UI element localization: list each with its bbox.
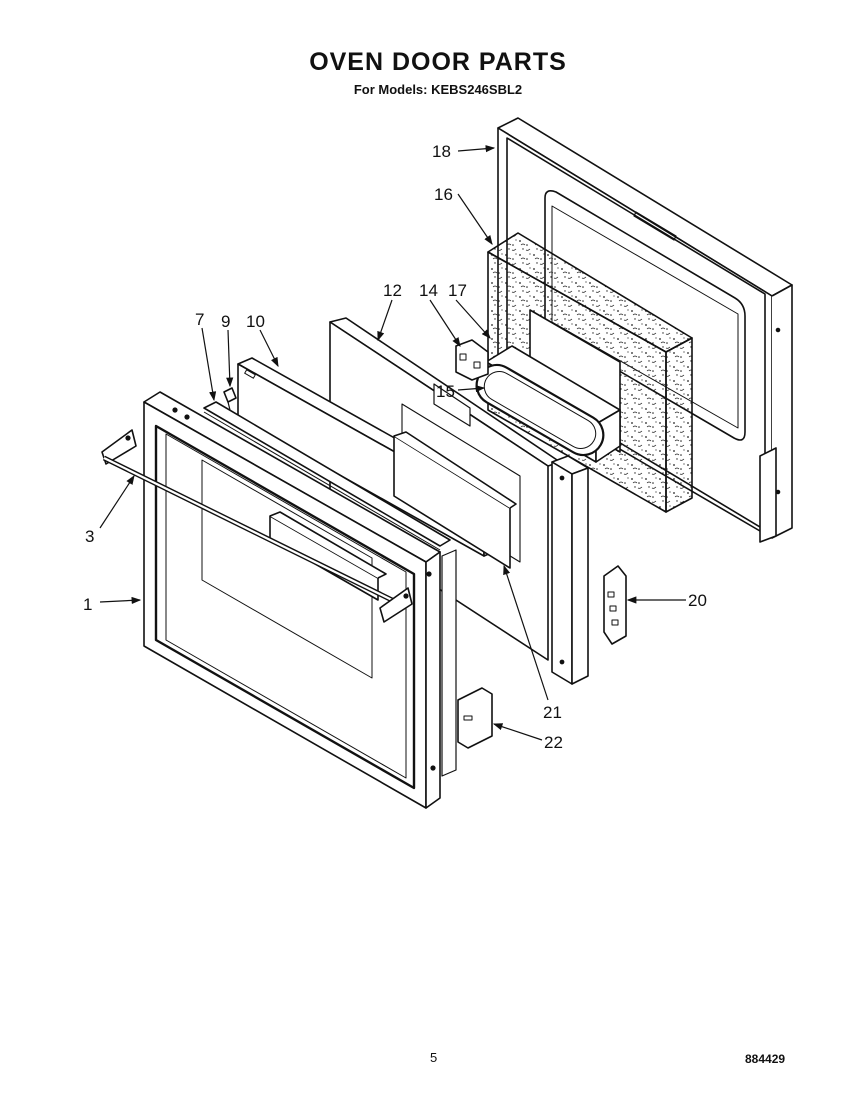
callout-20: 20 bbox=[688, 591, 707, 610]
callout-15: 15 bbox=[436, 382, 455, 401]
outer-door-frame bbox=[143, 391, 457, 809]
callout-17: 17 bbox=[448, 281, 467, 300]
page-number: 5 bbox=[430, 1050, 438, 1065]
bottom-trim bbox=[457, 687, 493, 749]
figure-code: 884429 bbox=[745, 1052, 786, 1066]
diagram-title: OVEN DOOR PARTS bbox=[309, 48, 567, 76]
callout-1: 1 bbox=[83, 595, 92, 614]
window-bracket bbox=[455, 339, 489, 381]
callout-14: 14 bbox=[419, 281, 438, 300]
callout-9: 9 bbox=[221, 312, 230, 331]
callout-12: 12 bbox=[383, 281, 402, 300]
hinge-bracket bbox=[603, 565, 627, 645]
callout-3: 3 bbox=[85, 527, 94, 546]
door-vent-strip bbox=[203, 401, 451, 551]
callout-22: 22 bbox=[544, 733, 563, 752]
models-subtitle: For Models: KEBS246SBL2 bbox=[353, 82, 523, 97]
insulation-blanket bbox=[487, 232, 693, 513]
callout-7: 7 bbox=[195, 310, 204, 329]
screw bbox=[223, 387, 237, 411]
callout-18: 18 bbox=[432, 142, 451, 161]
callout-16: 16 bbox=[434, 185, 453, 204]
door-side-channel bbox=[551, 455, 589, 685]
callout-21: 21 bbox=[543, 703, 562, 722]
door-handle bbox=[101, 429, 413, 623]
door-glass bbox=[393, 431, 517, 569]
callout-labels: 18 16 12 14 17 7 9 10 15 3 1 20 21 22 bbox=[83, 142, 707, 752]
callout-10: 10 bbox=[246, 312, 265, 331]
